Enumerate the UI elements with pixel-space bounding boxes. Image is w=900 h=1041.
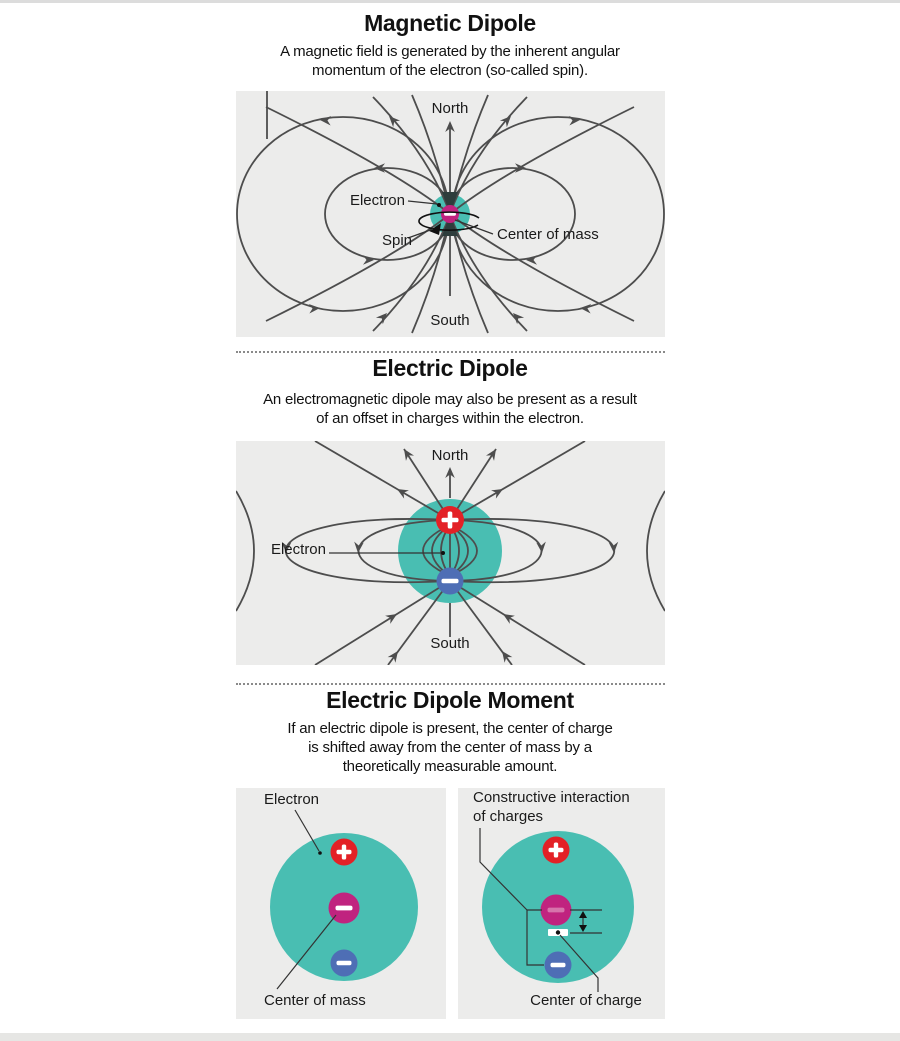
leader-dot	[437, 203, 441, 207]
leader-lines	[407, 200, 494, 239]
leader-dot	[318, 851, 322, 855]
minus-icon	[336, 960, 352, 966]
subtitle-line: A magnetic field is generated by the inh…	[280, 43, 620, 60]
minus-icon	[550, 962, 566, 968]
center-of-mass-diagram: Electron Center of mass	[236, 788, 446, 1019]
minus-icon	[441, 578, 459, 584]
dotted-divider	[236, 683, 665, 685]
minus-icon	[335, 905, 353, 911]
minus-icon	[444, 212, 456, 216]
bracket	[526, 909, 544, 966]
electric-dipole-moment-title: Electric Dipole Moment	[326, 687, 574, 713]
electron-label: Electron	[350, 192, 405, 209]
plus-icon	[548, 842, 564, 858]
magnetic-dipole-svg: North South Electron Spin Center of mass	[236, 91, 665, 337]
bottom-rule	[0, 1033, 900, 1041]
spin-label: Spin	[382, 232, 412, 249]
spin-arrowhead-icon	[429, 223, 441, 235]
leader-lines	[276, 809, 337, 990]
electron-label: Electron	[271, 541, 326, 558]
spin-arrow	[418, 211, 480, 231]
field-lines	[236, 441, 665, 665]
dotted-divider	[236, 351, 665, 353]
electric-dipole-svg: North South Electron	[236, 441, 665, 665]
center-of-mass-label: Center of mass	[264, 992, 366, 1009]
leader-dot	[441, 551, 445, 555]
magnetic-dipole-title: Magnetic Dipole	[364, 10, 536, 36]
offset-measure	[570, 909, 602, 934]
electric-dipole-diagram: North South Electron	[236, 441, 665, 665]
leader-lines	[479, 828, 599, 992]
center-of-charge-dot	[555, 930, 561, 935]
double-arrow-icon	[579, 911, 587, 932]
plus-icon	[441, 511, 459, 529]
subtitle-line: is shifted away from the center of mass …	[308, 739, 592, 756]
center-of-mass-svg: Electron Center of mass	[236, 788, 446, 1019]
north-label: North	[432, 100, 469, 117]
center-of-charge-diagram: Constructive interaction of charges Cent…	[458, 788, 665, 1019]
electric-dipole-subtitle: An electromagnetic dipole may also be pr…	[0, 390, 900, 428]
south-label: South	[430, 635, 469, 652]
subtitle-line: momentum of the electron (so-called spin…	[312, 62, 588, 79]
center-of-charge-label: Center of charge	[530, 992, 642, 1009]
magnetic-dipole-diagram: North South Electron Spin Center of mass	[236, 91, 665, 337]
subtitle-line: theoretically measurable amount.	[342, 758, 558, 775]
magnetic-dipole-subtitle: A magnetic field is generated by the inh…	[0, 42, 900, 80]
plus-icon	[336, 844, 352, 860]
subtitle-line: An electromagnetic dipole may also be pr…	[263, 391, 637, 408]
minus-icon	[547, 907, 565, 913]
south-label: South	[430, 312, 469, 329]
subtitle-line: If an electric dipole is present, the ce…	[287, 720, 613, 737]
electron-label: Electron	[264, 791, 319, 808]
electric-dipole-moment-subtitle: If an electric dipole is present, the ce…	[0, 719, 900, 776]
center-of-charge-svg: Constructive interaction of charges Cent…	[458, 788, 665, 1019]
north-label: North	[432, 447, 469, 464]
constructive-interaction-label-line1: Constructive interaction	[473, 789, 630, 806]
electric-dipole-title: Electric Dipole	[372, 355, 528, 381]
constructive-interaction-label-line2: of charges	[473, 808, 543, 825]
top-rule	[0, 0, 900, 3]
subtitle-line: of an offset in charges within the elect…	[316, 410, 584, 427]
center-of-mass-label: Center of mass	[497, 226, 599, 243]
